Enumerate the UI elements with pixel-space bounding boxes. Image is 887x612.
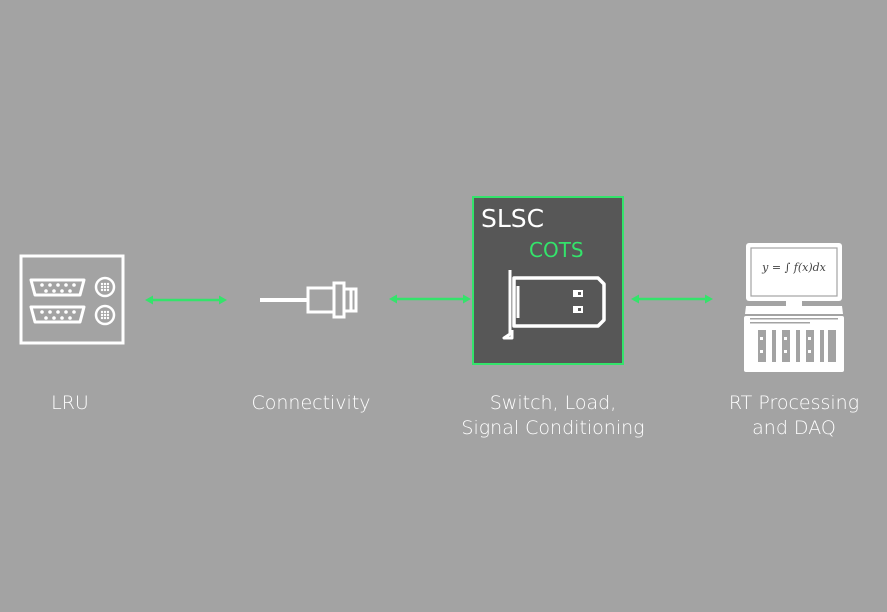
connectivity-label-text: Connectivity <box>251 392 371 414</box>
slsc-box: SLSC COTS <box>472 196 624 365</box>
slsc-label-line1: Switch, Load, <box>489 392 617 414</box>
slsc-title: SLSC <box>481 204 545 233</box>
screen-formula: y = ∫ f(x)dx <box>762 261 826 274</box>
cots-badge: COTS <box>529 238 584 262</box>
lru-label: LRU <box>20 391 120 416</box>
link-arrow-slsc-rt <box>631 294 713 304</box>
rt-label: RT Processing and DAQ <box>714 391 874 441</box>
cable-plug-icon <box>260 281 358 319</box>
connectivity-label: Connectivity <box>231 391 391 416</box>
computer-workstation-icon: y = ∫ f(x)dx <box>742 242 846 374</box>
lru-connector-panel-icon <box>19 254 125 345</box>
rt-label-line2: and DAQ <box>752 417 836 439</box>
lru-label-text: LRU <box>51 392 89 414</box>
slsc-label: Switch, Load, Signal Conditioning <box>448 391 658 441</box>
io-module-card-icon <box>502 270 606 340</box>
rt-label-line1: RT Processing <box>728 392 860 414</box>
link-arrow-lru-connectivity <box>145 295 227 305</box>
link-arrow-connectivity-slsc <box>389 294 471 304</box>
slsc-label-line2: Signal Conditioning <box>461 417 645 439</box>
